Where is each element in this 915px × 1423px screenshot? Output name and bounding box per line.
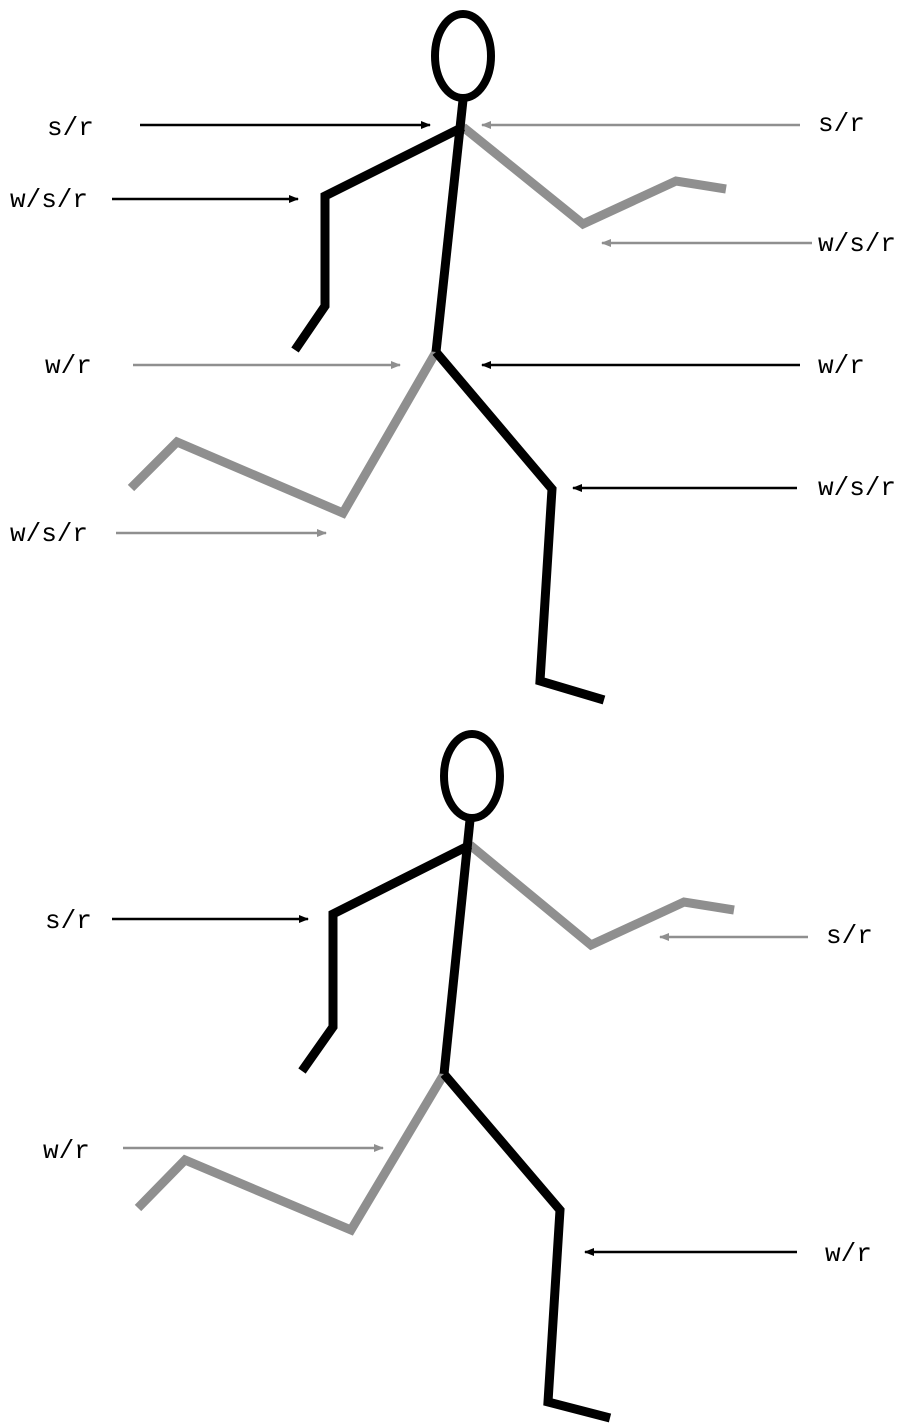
figure1-front-arm <box>291 122 466 353</box>
figure1-back-leg <box>127 349 440 519</box>
label-fig1-right-shoulder: s/r <box>818 109 865 139</box>
figure2-front-leg <box>440 1071 612 1423</box>
figure2-joint-labels: s/r s/r w/r w/r <box>43 906 873 1269</box>
stick-figure-top <box>127 10 727 705</box>
figure1-front-leg <box>432 349 606 705</box>
figure2-head <box>440 730 504 822</box>
label-fig1-left-hip: w/r <box>45 351 92 381</box>
figure2-joint-arrows <box>112 915 808 1256</box>
figure2-back-leg <box>134 1071 448 1236</box>
figure1-head <box>431 10 495 102</box>
label-fig1-left-shoulder: s/r <box>47 113 94 143</box>
figure2-front-arm <box>298 840 473 1074</box>
label-fig2-right-knee: w/r <box>825 1239 872 1269</box>
figure1-joint-labels: s/r s/r w/s/r w/s/r w/r w/r w/s/r w/s/r <box>10 109 896 549</box>
label-fig1-left-knee: w/s/r <box>10 519 88 549</box>
figure2-back-arm <box>467 841 735 951</box>
label-fig2-left-elbow: s/r <box>45 906 92 936</box>
stick-figure-bottom <box>134 730 735 1423</box>
label-fig1-right-hip: w/r <box>818 351 865 381</box>
label-fig2-left-hip: w/r <box>43 1136 90 1166</box>
label-fig1-right-elbow: w/s/r <box>818 229 896 259</box>
label-fig2-right-elbow: s/r <box>826 921 873 951</box>
figure1-torso <box>431 99 468 353</box>
figure1-back-arm <box>460 123 727 230</box>
label-fig1-left-elbow: w/s/r <box>10 185 88 215</box>
figure2-torso <box>439 819 475 1075</box>
figure1-joint-arrows <box>112 121 812 537</box>
label-fig1-right-knee: w/s/r <box>818 473 896 503</box>
